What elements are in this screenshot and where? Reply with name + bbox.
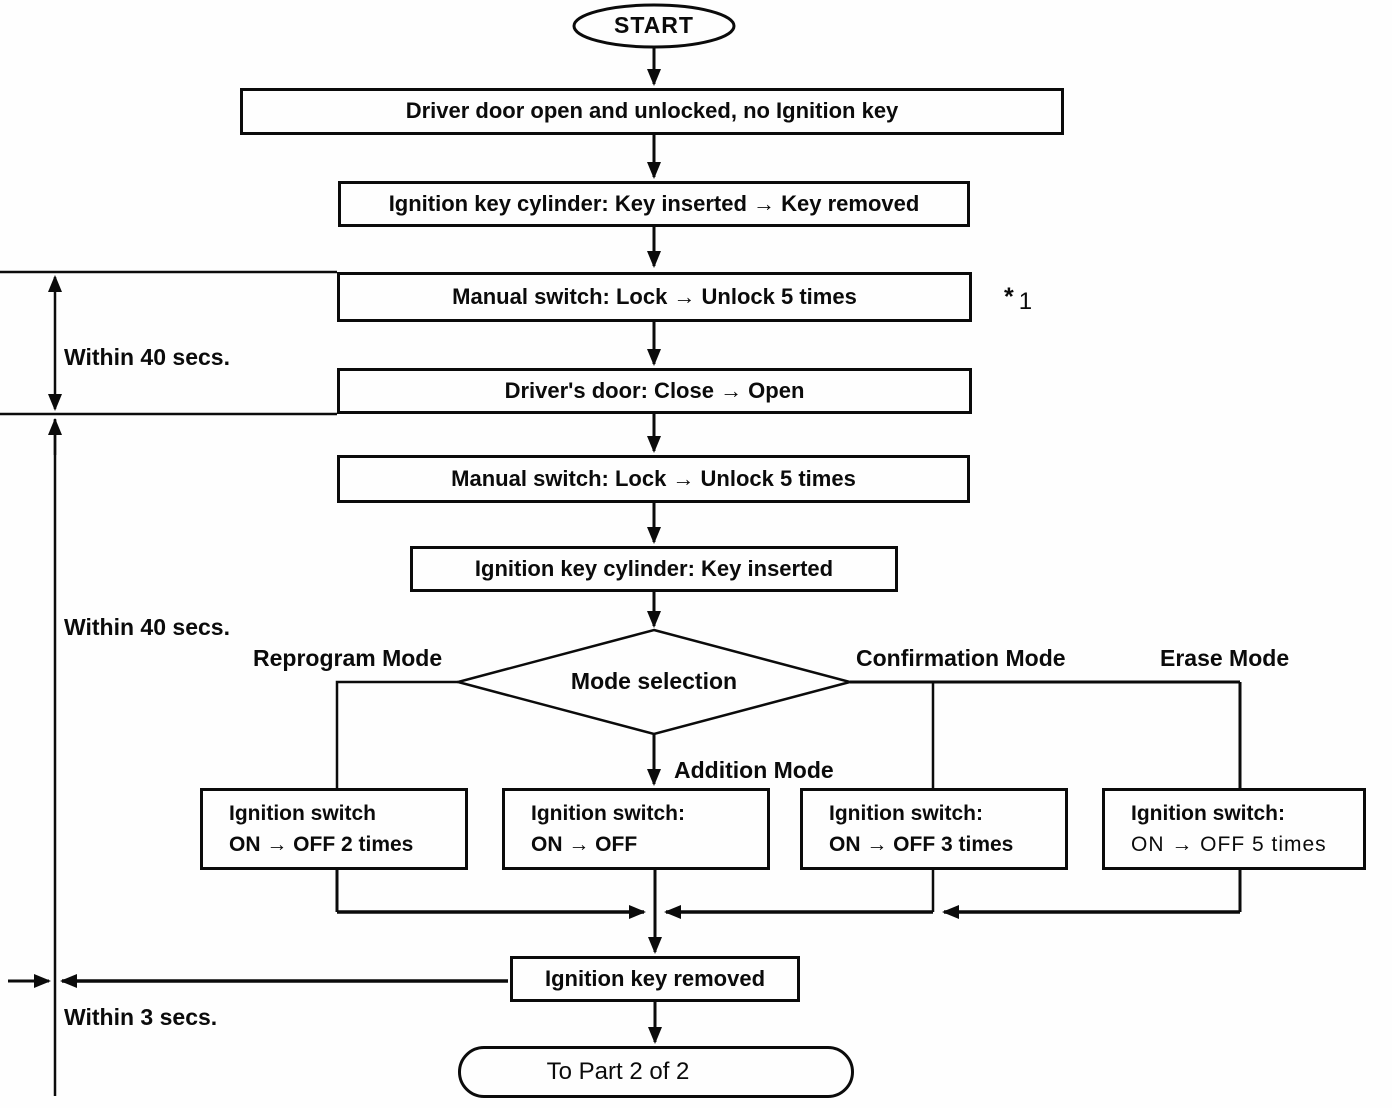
footnote-star: * bbox=[1004, 283, 1014, 311]
merge-drop-lines bbox=[335, 870, 1242, 912]
mode-box-line1: Ignition switch bbox=[229, 802, 376, 825]
footnote-marker: *1 bbox=[1004, 283, 1032, 316]
node-key-removed: Ignition key removed bbox=[510, 956, 800, 1002]
mode-box-line1: Ignition switch: bbox=[531, 802, 685, 825]
mode-box-line2: ON → OFF 2 times bbox=[229, 833, 414, 856]
node-mode-selection: Mode selection bbox=[570, 668, 738, 695]
branch-label-addition: Addition Mode bbox=[674, 757, 834, 783]
node-to-part-2: To Part 2 of 2 bbox=[458, 1046, 854, 1098]
node-manual-switch-1: Manual switch: Lock → Unlock 5 times bbox=[337, 272, 972, 322]
node-driver-door-close-open: Driver's door: Close → Open bbox=[337, 368, 972, 414]
timer-label-within-3-secs: Within 3 secs. bbox=[64, 1004, 218, 1030]
timer-label-within-40-secs-1: Within 40 secs. bbox=[64, 344, 230, 370]
node-manual-switch-2: Manual switch: Lock → Unlock 5 times bbox=[337, 455, 970, 503]
mode-box-line2: ON → OFF 3 times bbox=[829, 833, 1014, 856]
node-ignition-switch-addition: Ignition switch: ON → OFF bbox=[502, 788, 770, 870]
node-ignition-switch-reprogram: Ignition switch ON → OFF 2 times bbox=[200, 788, 468, 870]
footnote-number: 1 bbox=[1018, 288, 1033, 315]
branch-label-erase: Erase Mode bbox=[1160, 645, 1290, 671]
branch-label-reprogram: Reprogram Mode bbox=[253, 645, 443, 671]
node-ignition-switch-erase: Ignition switch: ON → OFF 5 times bbox=[1102, 788, 1366, 870]
mode-box-line2: ON → OFF 5 times bbox=[1131, 833, 1327, 856]
mode-box-line2: ON → OFF bbox=[531, 833, 638, 856]
branch-label-confirmation: Confirmation Mode bbox=[856, 645, 1066, 671]
node-driver-door-open: Driver door open and unlocked, no Igniti… bbox=[240, 88, 1064, 135]
branch-reprogram-line bbox=[335, 680, 458, 788]
branch-right-line bbox=[850, 680, 1242, 788]
node-key-inserted: Ignition key cylinder: Key inserted bbox=[410, 546, 898, 592]
timer-label-within-40-secs-2: Within 40 secs. bbox=[64, 614, 230, 640]
node-key-inserted-removed: Ignition key cylinder: Key inserted → Ke… bbox=[338, 181, 970, 227]
mode-box-line1: Ignition switch: bbox=[829, 802, 983, 825]
end-label: To Part 2 of 2 bbox=[546, 1057, 690, 1085]
node-ignition-switch-confirmation: Ignition switch: ON → OFF 3 times bbox=[800, 788, 1068, 870]
mode-box-line1: Ignition switch: bbox=[1131, 802, 1285, 825]
start-oval bbox=[572, 3, 736, 49]
node-start: START bbox=[614, 12, 694, 39]
